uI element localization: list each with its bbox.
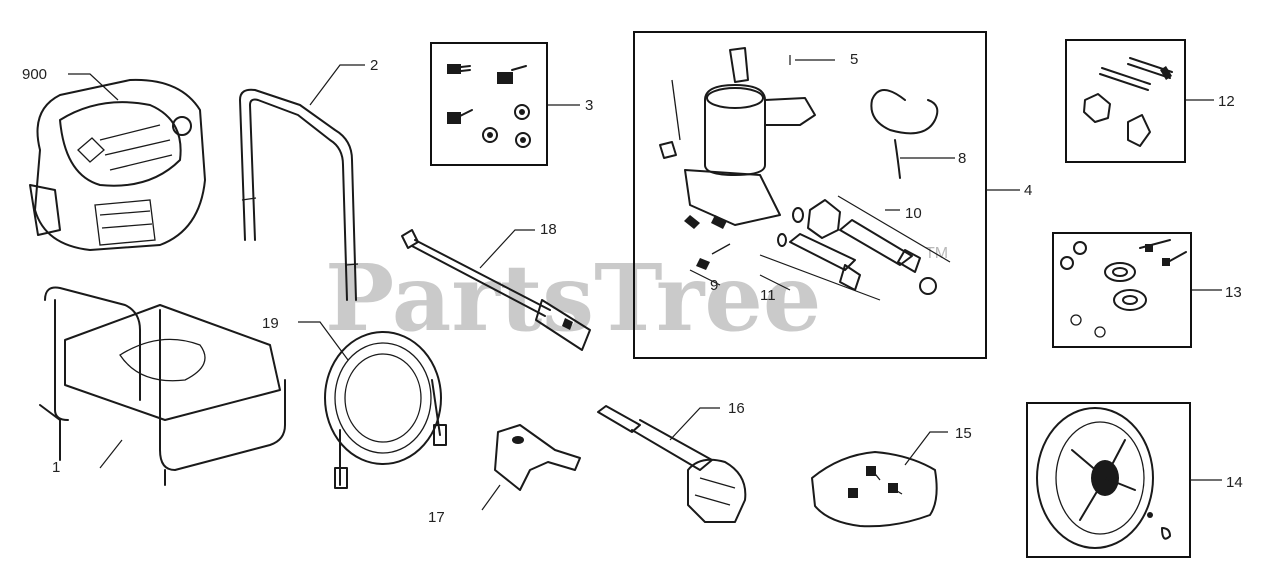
part-nut-fitting[interactable]	[792, 199, 937, 295]
partstree-watermark: PartsTree	[325, 244, 821, 352]
callout-900: 900	[22, 66, 47, 83]
callout-19: 19	[262, 315, 279, 332]
part-frame[interactable]	[39, 286, 286, 486]
part-wheel[interactable]	[1036, 407, 1171, 549]
callout-1: 1	[52, 459, 60, 476]
callout-9: 9	[710, 277, 718, 294]
box-hardware-13	[1052, 232, 1192, 348]
part-pump[interactable]	[659, 47, 816, 229]
callout-10: 10	[905, 205, 922, 222]
part-handle[interactable]	[239, 88, 359, 301]
callout-8: 8	[958, 150, 966, 167]
callout-4: 4	[1024, 182, 1032, 199]
part-hose-short[interactable]	[870, 89, 939, 179]
callout-14: 14	[1226, 474, 1243, 491]
part-wheel-kit[interactable]	[1060, 239, 1187, 338]
callout-12: 12	[1218, 93, 1235, 110]
callout-15: 15	[955, 425, 972, 442]
part-lance[interactable]	[401, 229, 591, 351]
part-engine[interactable]	[29, 78, 206, 251]
callout-13: 13	[1225, 284, 1242, 301]
callout-3: 3	[585, 97, 593, 114]
part-spray-gun[interactable]	[597, 405, 747, 523]
callout-11: 11	[760, 287, 776, 304]
part-bolt-kit[interactable]	[447, 64, 531, 148]
callout-2: 2	[370, 57, 378, 74]
part-check-valve[interactable]	[696, 243, 731, 270]
part-hardware-bag[interactable]	[811, 451, 938, 528]
part-hose[interactable]	[324, 331, 447, 489]
callout-18: 18	[540, 221, 557, 238]
callout-5: 5	[850, 51, 858, 68]
box-hardware-12	[1065, 39, 1186, 163]
box-hardware-3	[430, 42, 548, 166]
box-pump-assembly-4	[633, 31, 987, 359]
part-bolt-kit-12[interactable]	[1083, 57, 1173, 147]
callout-17: 17	[428, 509, 445, 526]
callout-16: 16	[728, 400, 745, 417]
part-bracket[interactable]	[494, 424, 581, 491]
